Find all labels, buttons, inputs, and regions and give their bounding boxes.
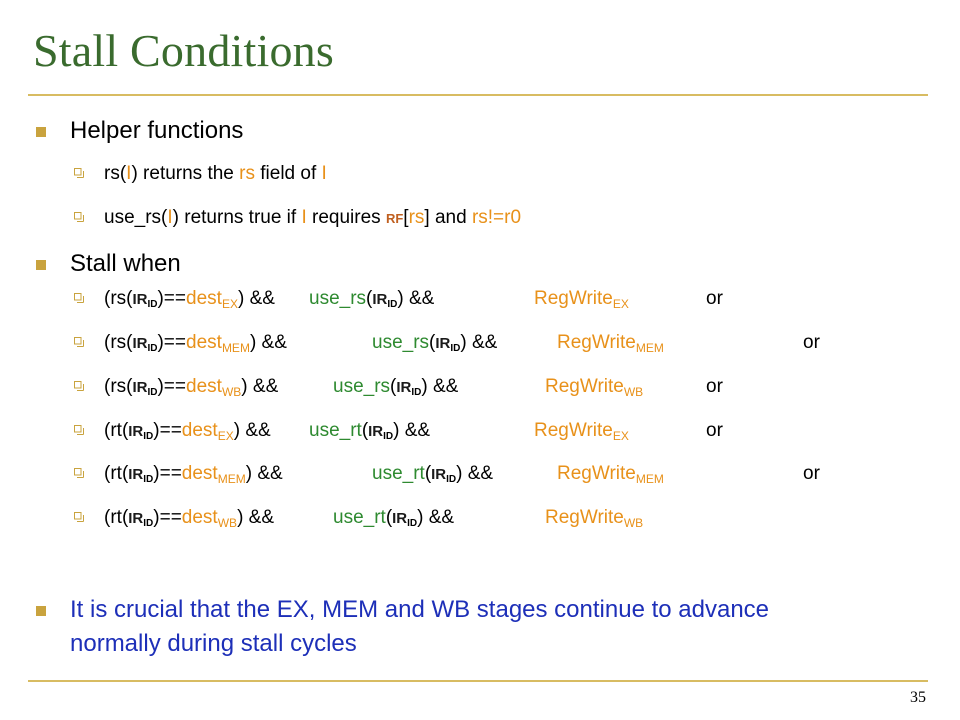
condition-use: use_rs(IRID) && — [333, 376, 459, 398]
condition-compare: (rt(IRID)==destEX) && — [104, 420, 271, 443]
page-number: 35 — [910, 689, 926, 706]
note-line-1: It is crucial that the EX, MEM and WB st… — [70, 596, 770, 623]
checkbox-bullet-icon — [74, 425, 84, 435]
title-divider — [28, 94, 928, 96]
condition-regwrite: RegWriteWB — [545, 376, 644, 399]
condition-compare: (rs(IRID)==destWB) && — [104, 376, 279, 399]
condition-or: or — [803, 463, 820, 484]
use-rs-description: use_rs(I) returns true if I requires RF[… — [104, 207, 522, 228]
slide-title: Stall Conditions — [33, 25, 334, 76]
helper-heading: Helper functions — [70, 117, 244, 144]
condition-use: use_rt(IRID) && — [309, 420, 431, 442]
condition-or: or — [706, 420, 723, 441]
condition-use: use_rt(IRID) && — [372, 463, 494, 485]
square-bullet-icon — [36, 606, 46, 616]
checkbox-bullet-icon — [74, 468, 84, 478]
checkbox-bullet-icon — [74, 168, 84, 178]
checkbox-bullet-icon — [74, 337, 84, 347]
checkbox-bullet-icon — [74, 293, 84, 303]
condition-or: or — [706, 288, 723, 309]
footer-divider — [28, 680, 928, 682]
checkbox-bullet-icon — [74, 212, 84, 222]
condition-use: use_rt(IRID) && — [333, 507, 455, 529]
condition-regwrite: RegWriteMEM — [557, 463, 664, 486]
condition-regwrite: RegWriteEX — [534, 288, 629, 311]
condition-or: or — [706, 376, 723, 397]
checkbox-bullet-icon — [74, 512, 84, 522]
condition-use: use_rs(IRID) && — [309, 288, 435, 310]
condition-compare: (rs(IRID)==destMEM) && — [104, 332, 287, 355]
condition-compare: (rs(IRID)==destEX) && — [104, 288, 275, 311]
stall-heading: Stall when — [70, 250, 181, 277]
square-bullet-icon — [36, 127, 46, 137]
condition-regwrite: RegWriteMEM — [557, 332, 664, 355]
rs-description: rs(I) returns the rs field of I — [104, 163, 327, 184]
condition-compare: (rt(IRID)==destMEM) && — [104, 463, 283, 486]
condition-use: use_rs(IRID) && — [372, 332, 498, 354]
condition-regwrite: RegWriteWB — [545, 507, 644, 530]
checkbox-bullet-icon — [74, 381, 84, 391]
condition-regwrite: RegWriteEX — [534, 420, 629, 443]
square-bullet-icon — [36, 260, 46, 270]
condition-compare: (rt(IRID)==destWB) && — [104, 507, 275, 530]
note-line-2: normally during stall cycles — [70, 630, 357, 657]
condition-or: or — [803, 332, 820, 353]
